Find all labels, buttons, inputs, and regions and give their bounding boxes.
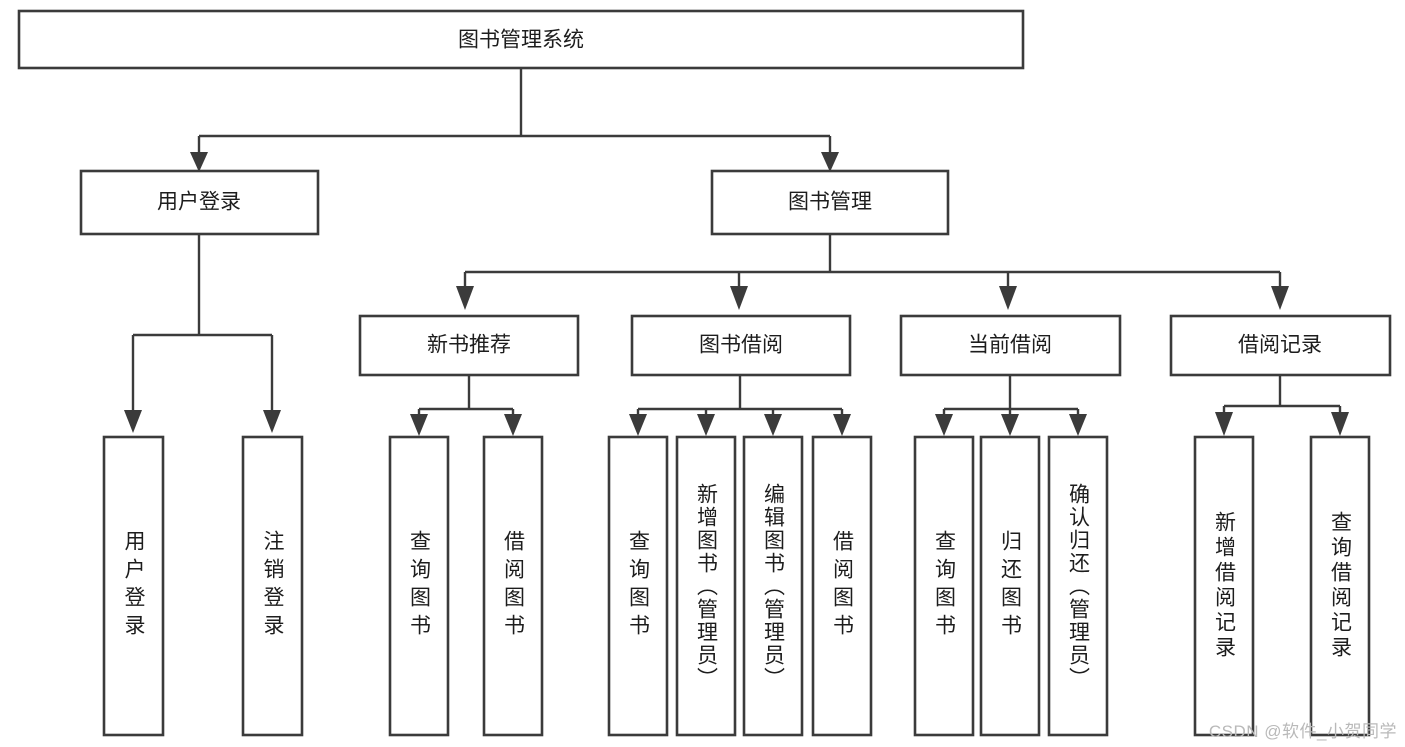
node-box-new-book-recommend[interactable]	[358, 314, 580, 377]
node-box-leaf-cb-return-book[interactable]	[979, 435, 1041, 737]
arrowhead-root-to-user-login	[190, 152, 208, 172]
node-box-leaf-cb-query-book[interactable]	[913, 435, 975, 737]
arrowhead-ul-1	[124, 410, 142, 433]
connector-group-user-login	[124, 234, 281, 433]
connector-group-current-borrow	[935, 375, 1087, 436]
arrowhead-root-to-book-mgmt	[821, 152, 839, 172]
node-box-root[interactable]	[17, 9, 1025, 70]
node-root[interactable]: 图书管理系统	[17, 9, 1025, 70]
arrowhead-ul-2	[263, 410, 281, 433]
node-book-borrow[interactable]: 图书借阅	[630, 314, 852, 377]
node-box-leaf-bb-query-book[interactable]	[607, 435, 669, 737]
node-current-borrow[interactable]: 当前借阅	[899, 314, 1122, 377]
node-box-leaf-nb-query-book[interactable]	[388, 435, 450, 737]
node-borrow-record[interactable]: 借阅记录	[1169, 314, 1392, 377]
node-box-leaf-bb-edit-book[interactable]	[742, 435, 804, 737]
node-box-leaf-nb-borrow-book[interactable]	[482, 435, 544, 737]
connector-group-book-mgmt	[456, 234, 1289, 310]
connector-group-root	[190, 68, 839, 172]
node-label-book-borrow: 图书借阅	[699, 334, 783, 357]
node-book-management[interactable]: 图书管理	[710, 169, 950, 236]
arrowhead-bb-4	[833, 414, 851, 436]
node-box-current-borrow[interactable]	[899, 314, 1122, 377]
arrowhead-nb-1	[410, 414, 428, 436]
arrowhead-br-1	[1215, 412, 1233, 436]
node-box-leaf-bb-borrow-book[interactable]	[811, 435, 873, 737]
arrowhead-bm-3	[999, 286, 1017, 310]
arrowhead-cb-3	[1069, 414, 1087, 436]
node-box-book-borrow[interactable]	[630, 314, 852, 377]
node-box-leaf-cb-confirm-return[interactable]	[1047, 435, 1109, 737]
node-box-borrow-record[interactable]	[1169, 314, 1392, 377]
node-new-book-recommend[interactable]: 新书推荐	[358, 314, 580, 377]
arrowhead-bb-2	[697, 414, 715, 436]
arrowhead-bb-3	[764, 414, 782, 436]
node-box-leaf-br-query-record[interactable]	[1309, 435, 1371, 737]
connector-group-new-book	[410, 375, 522, 436]
arrowhead-bm-1	[456, 286, 474, 310]
node-box-leaf-user-login[interactable]	[102, 435, 165, 737]
node-box-user-login[interactable]	[79, 169, 320, 236]
connector-group-borrow-record	[1215, 375, 1349, 436]
connector-group-book-borrow	[629, 375, 851, 436]
node-label-new-book-recommend: 新书推荐	[427, 334, 511, 357]
arrowhead-cb-1	[935, 414, 953, 436]
node-label-root: 图书管理系统	[458, 29, 584, 52]
arrowhead-bm-2	[730, 286, 748, 310]
csdn-watermark: CSDN @软件_小贺同学	[1208, 722, 1397, 741]
node-box-leaf-bb-add-book[interactable]	[675, 435, 737, 737]
arrowhead-cb-2	[1001, 414, 1019, 436]
node-box-book-management[interactable]	[710, 169, 950, 236]
node-box-leaf-logout[interactable]	[241, 435, 304, 737]
node-box-leaf-br-add-record[interactable]	[1193, 435, 1255, 737]
arrowhead-bb-1	[629, 414, 647, 436]
arrowhead-bm-4	[1271, 286, 1289, 310]
arrowhead-nb-2	[504, 414, 522, 436]
node-label-current-borrow: 当前借阅	[968, 334, 1052, 357]
node-label-borrow-record: 借阅记录	[1238, 334, 1322, 357]
arrowhead-br-2	[1331, 412, 1349, 436]
node-label-user-login: 用户登录	[157, 191, 241, 214]
node-user-login[interactable]: 用户登录	[79, 169, 320, 236]
node-label-book-management: 图书管理	[788, 191, 872, 214]
